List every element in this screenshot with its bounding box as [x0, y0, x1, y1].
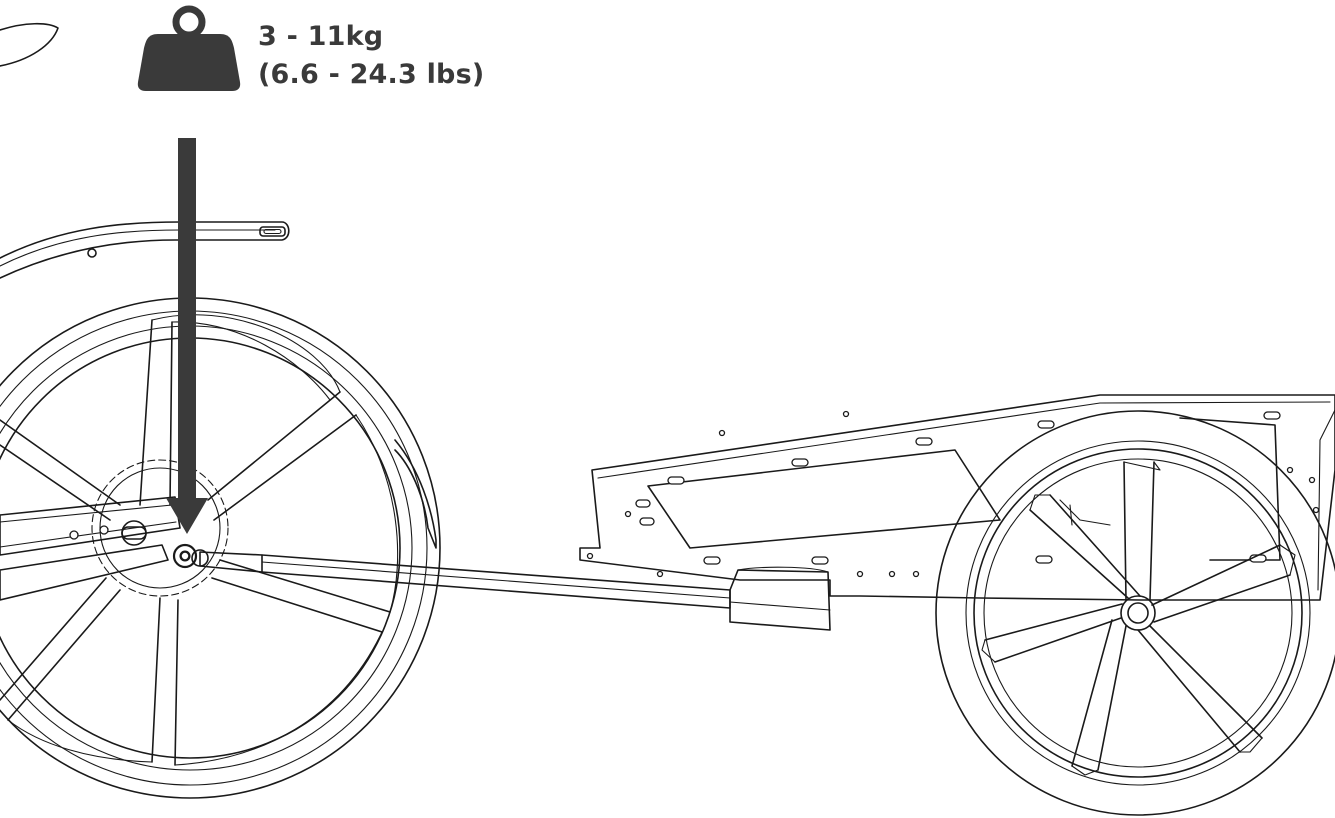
bicycle-wheel: [0, 297, 441, 799]
trailer-frame-holes: [586, 410, 1320, 578]
trailer-spokes: [981, 461, 1296, 776]
partial-curve: [0, 22, 59, 67]
trailer-frame: [579, 394, 1335, 601]
down-arrow-icon: [166, 138, 208, 534]
trailer-drawbar: [199, 551, 831, 631]
weight-icon: [137, 5, 241, 91]
bicycle-spokes: [0, 314, 399, 766]
hitch: [172, 543, 198, 569]
load-metric: 3 - 11kg: [258, 21, 384, 52]
bicycle-rack: [0, 221, 290, 279]
trailer-wheel: [935, 410, 1335, 816]
load-imperial: (6.6 - 24.3 lbs): [258, 59, 485, 90]
load-capacity-label: 3 - 11kg (6.6 - 24.3 lbs): [258, 18, 484, 94]
